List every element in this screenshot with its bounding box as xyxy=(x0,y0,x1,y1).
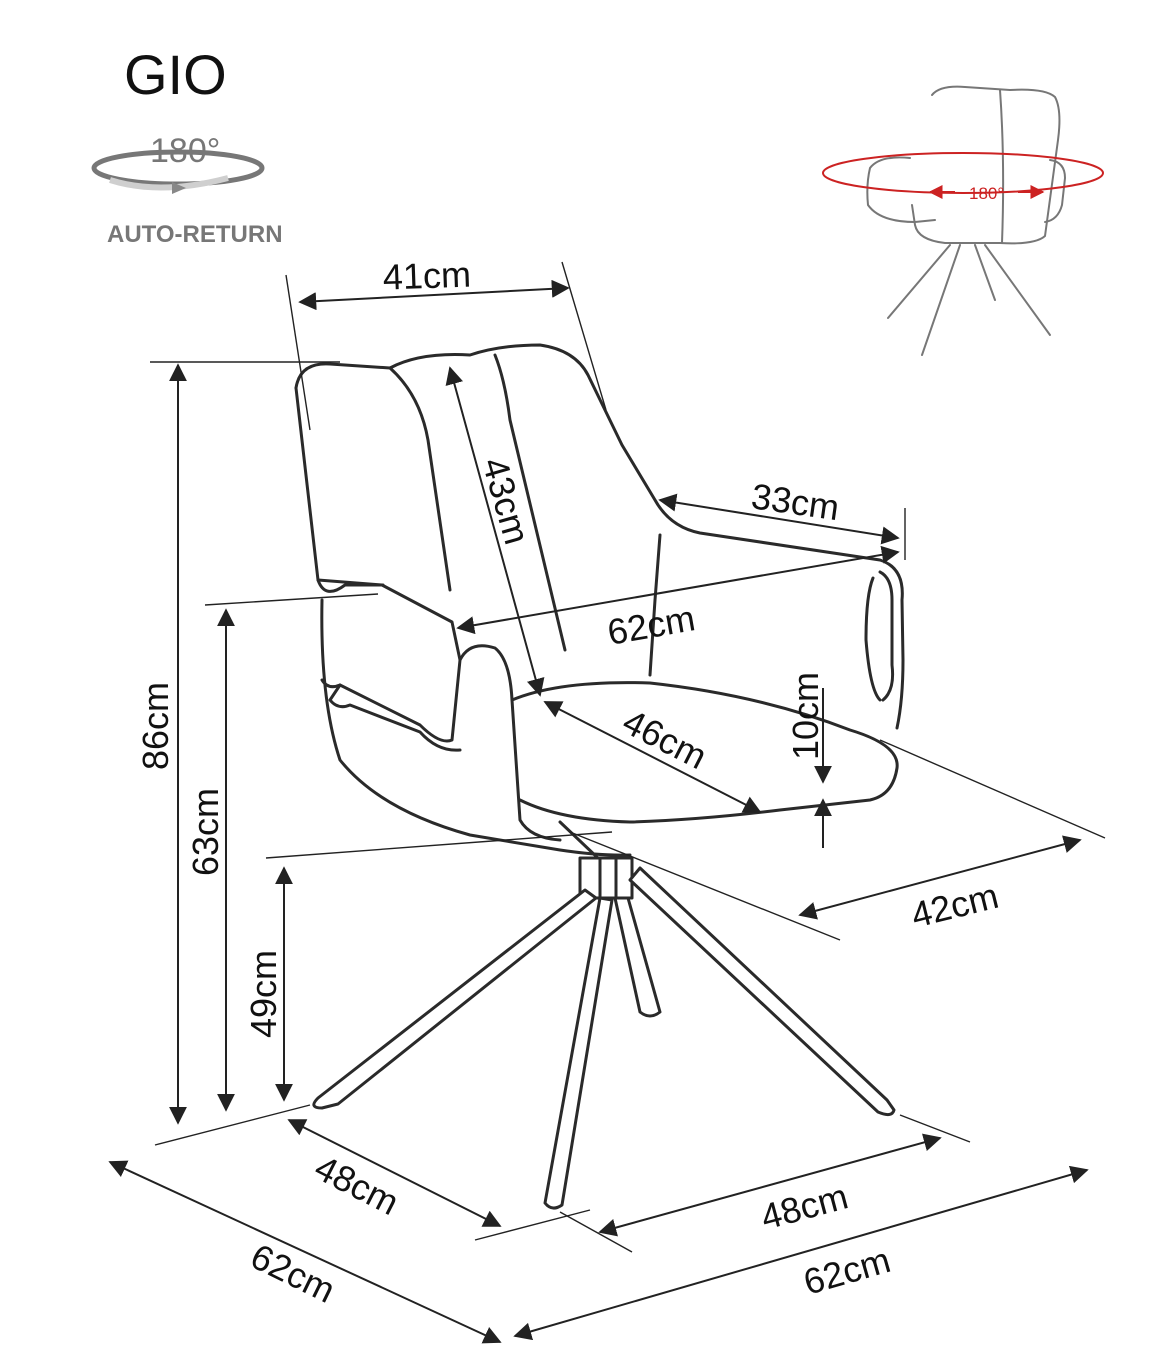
chair-illustration xyxy=(294,343,905,1210)
label-base-depth: 48cm xyxy=(308,1147,405,1223)
label-armrest-length: 33cm xyxy=(749,475,842,528)
label-seat-width: 42cm xyxy=(907,875,1002,936)
swivel-caption: AUTO-RETURN xyxy=(107,221,283,248)
label-armrest-height: 63cm xyxy=(185,788,226,876)
label-backrest-width: 41cm xyxy=(382,254,471,298)
product-title: GIO xyxy=(124,43,227,106)
label-backrest-height: 43cm xyxy=(474,453,538,549)
dimension-lines xyxy=(108,261,1106,1344)
label-total-width-arms: 62cm xyxy=(604,597,698,653)
swivel-angle-label: 180° xyxy=(150,132,220,170)
label-total-height: 86cm xyxy=(135,682,176,770)
label-seat-height: 49cm xyxy=(243,950,284,1038)
preview-angle-label: 180° xyxy=(969,184,1004,203)
chair-rotation-preview xyxy=(822,85,1104,356)
label-seat-depth: 46cm xyxy=(616,701,713,777)
swivel-rotation-icon xyxy=(91,149,265,194)
label-armrest-above-seat: 10cm xyxy=(785,672,826,760)
